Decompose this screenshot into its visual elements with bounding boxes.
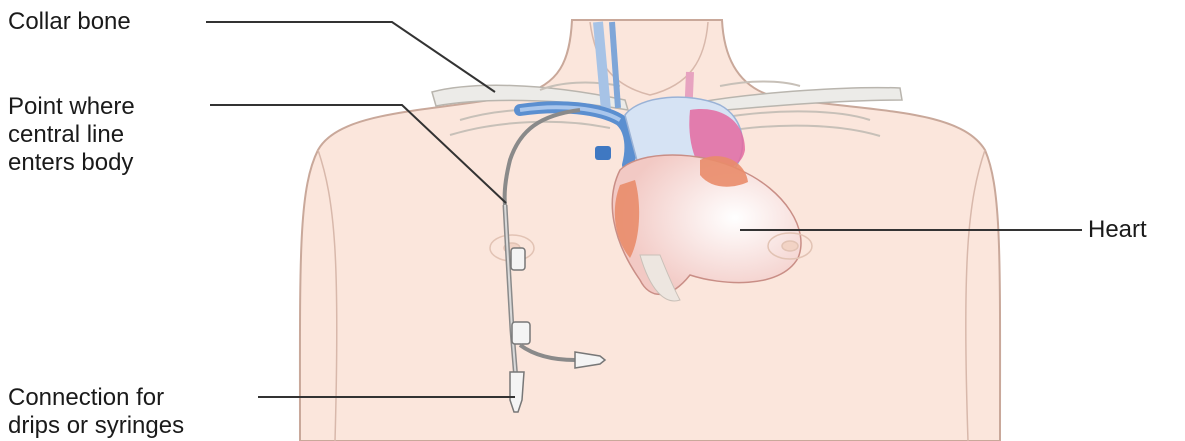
label-connection-line-1: Connection for xyxy=(8,384,184,412)
label-collar-bone: Collar bone xyxy=(8,8,131,36)
label-entry-point-line-1: Point where xyxy=(8,93,135,121)
label-connection-line-2: drips or syringes xyxy=(8,412,184,440)
label-collar-bone-text: Collar bone xyxy=(8,8,131,36)
label-heart: Heart xyxy=(1088,216,1147,244)
label-heart-text: Heart xyxy=(1088,216,1147,244)
label-entry-point-line-2: central line xyxy=(8,121,135,149)
label-entry-point: Point where central line enters body xyxy=(8,93,135,177)
label-connection: Connection for drips or syringes xyxy=(8,384,184,440)
vein-clip-left xyxy=(595,146,611,160)
leader-collar-bone xyxy=(206,22,495,92)
label-entry-point-line-3: enters body xyxy=(8,149,135,177)
